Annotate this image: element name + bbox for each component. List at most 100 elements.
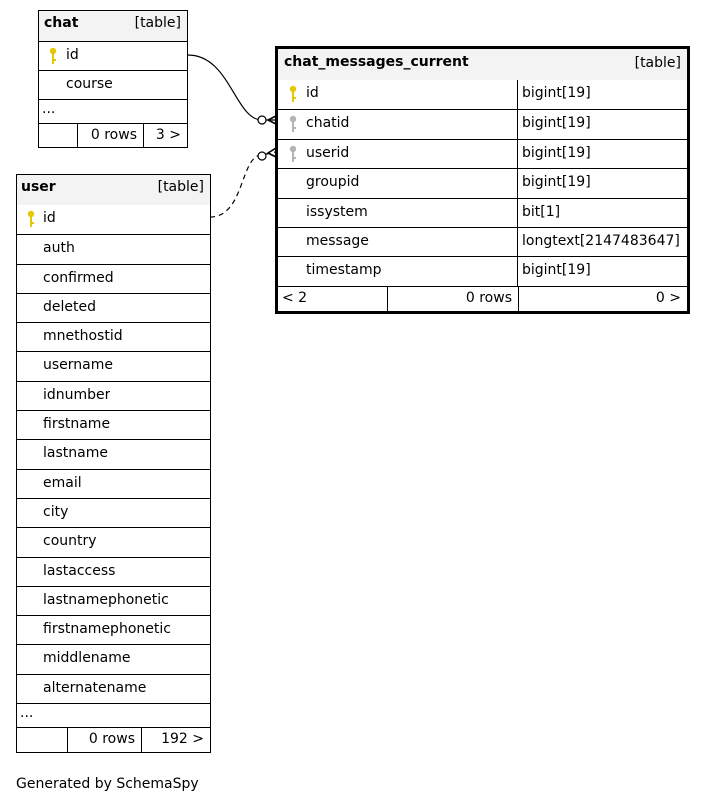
edge-chat-to-chat-messages	[187, 54, 276, 121]
table-header: user [table]	[17, 175, 210, 205]
more-columns-ellipsis: ...	[42, 101, 56, 117]
footer-row-count: 0 rows	[77, 124, 143, 147]
column-row[interactable]: firstnamephonetic	[17, 615, 210, 644]
column-name: lastname	[43, 445, 108, 462]
column-row[interactable]: lastname	[17, 439, 210, 468]
footer-row-count: 0 rows	[387, 286, 518, 311]
table-footer: 0 rows 3 >	[39, 123, 187, 147]
column-row[interactable]: city	[17, 497, 210, 527]
column-name: alternatename	[43, 679, 147, 696]
primary-key-icon	[27, 210, 35, 228]
column-row[interactable]: id	[39, 41, 187, 70]
table-type-label: [table]	[157, 179, 204, 195]
column-row[interactable]: country	[17, 527, 210, 556]
table-header: chat [table]	[39, 11, 187, 41]
footer-parents[interactable]	[39, 124, 77, 147]
footer-row-count: 0 rows	[67, 728, 141, 753]
column-row[interactable]: alternatename	[17, 673, 210, 703]
footer-parents[interactable]	[17, 728, 67, 752]
edge-user-crowsfoot	[266, 147, 277, 158]
footer-children-link[interactable]: 3 >	[143, 124, 187, 147]
column-row[interactable]: auth	[17, 234, 210, 263]
column-name: id	[43, 210, 56, 226]
edge-user-optional-marker	[257, 151, 267, 161]
edge-chat-optional-marker	[257, 115, 267, 125]
column-name: groupid	[278, 169, 518, 198]
column-name: confirmed	[43, 269, 114, 286]
table-type-label: [table]	[134, 15, 181, 31]
footer-children-link[interactable]: 0 >	[518, 286, 687, 311]
primary-key-icon	[289, 85, 297, 103]
column-row[interactable]: username	[17, 351, 210, 380]
column-name: firstname	[43, 416, 111, 433]
column-row[interactable]: confirmed	[17, 263, 210, 293]
footer-parents-link[interactable]: < 2	[282, 289, 308, 306]
column-name: id	[66, 47, 79, 63]
column-name: id	[278, 80, 518, 110]
column-name: email	[43, 474, 82, 491]
table-name: chat	[44, 15, 79, 31]
column-name: chatid	[278, 110, 518, 139]
column-name: auth	[43, 240, 75, 257]
column-name: mnethostid	[43, 328, 123, 345]
primary-key-icon	[49, 47, 57, 65]
table-header: chat_messages_current [table]	[278, 49, 687, 80]
foreign-key-icon	[289, 145, 297, 163]
column-name: middlename	[43, 650, 131, 667]
edge-chat-crowsfoot	[266, 115, 277, 125]
column-type: bigint[19]	[522, 174, 591, 191]
foreign-key-icon	[289, 115, 297, 133]
column-row[interactable]: email	[17, 468, 210, 498]
generated-by-footer: Generated by SchemaSpy	[16, 776, 199, 792]
column-name: userid	[278, 139, 518, 169]
column-name: timestamp	[278, 257, 518, 286]
column-type: bigint[19]	[522, 262, 591, 279]
column-row[interactable]: lastaccess	[17, 556, 210, 586]
more-columns-row[interactable]: ...	[39, 99, 187, 123]
table-name: user	[21, 179, 56, 195]
column-name: lastnamephonetic	[43, 591, 169, 608]
column-type: bit[1]	[522, 203, 561, 220]
table-user[interactable]: user [table] id auth confirmed deleted mneth…	[16, 174, 211, 754]
more-columns-row[interactable]: ...	[17, 703, 210, 727]
column-type: bigint[19]	[522, 85, 591, 101]
column-row[interactable]: id	[17, 205, 210, 234]
column-type: bigint[19]	[522, 144, 591, 161]
table-name: chat_messages_current	[284, 54, 469, 70]
table-footer: < 2 0 rows 0 >	[278, 285, 687, 311]
column-name: message	[278, 227, 518, 257]
column-name: firstnamephonetic	[43, 621, 171, 638]
column-name: course	[66, 76, 113, 92]
footer-children-link[interactable]: 192 >	[141, 728, 210, 753]
more-columns-ellipsis: ...	[20, 705, 34, 722]
edge-user-to-chat-messages	[209, 151, 277, 218]
column-row[interactable]: idnumber	[17, 380, 210, 410]
column-type: bigint[19]	[522, 115, 591, 132]
table-footer: 0 rows 192 >	[17, 727, 210, 753]
column-type: longtext[2147483647]	[522, 232, 680, 249]
column-row[interactable]: deleted	[17, 292, 210, 322]
column-name: issystem	[278, 198, 518, 227]
table-type-label: [table]	[634, 55, 681, 71]
column-row[interactable]: lastnamephonetic	[17, 585, 210, 615]
column-row[interactable]: course	[39, 70, 187, 99]
column-row[interactable]: middlename	[17, 644, 210, 673]
column-row[interactable]: firstname	[17, 410, 210, 439]
column-name: city	[43, 503, 69, 520]
table-chat[interactable]: chat [table] id course ... 0 rows 3 >	[38, 10, 188, 148]
column-name: idnumber	[43, 386, 111, 403]
column-name: username	[43, 357, 113, 374]
column-name: lastaccess	[43, 562, 116, 579]
column-row[interactable]: mnethostid	[17, 322, 210, 351]
column-name: deleted	[43, 298, 96, 315]
column-name: country	[43, 533, 97, 550]
